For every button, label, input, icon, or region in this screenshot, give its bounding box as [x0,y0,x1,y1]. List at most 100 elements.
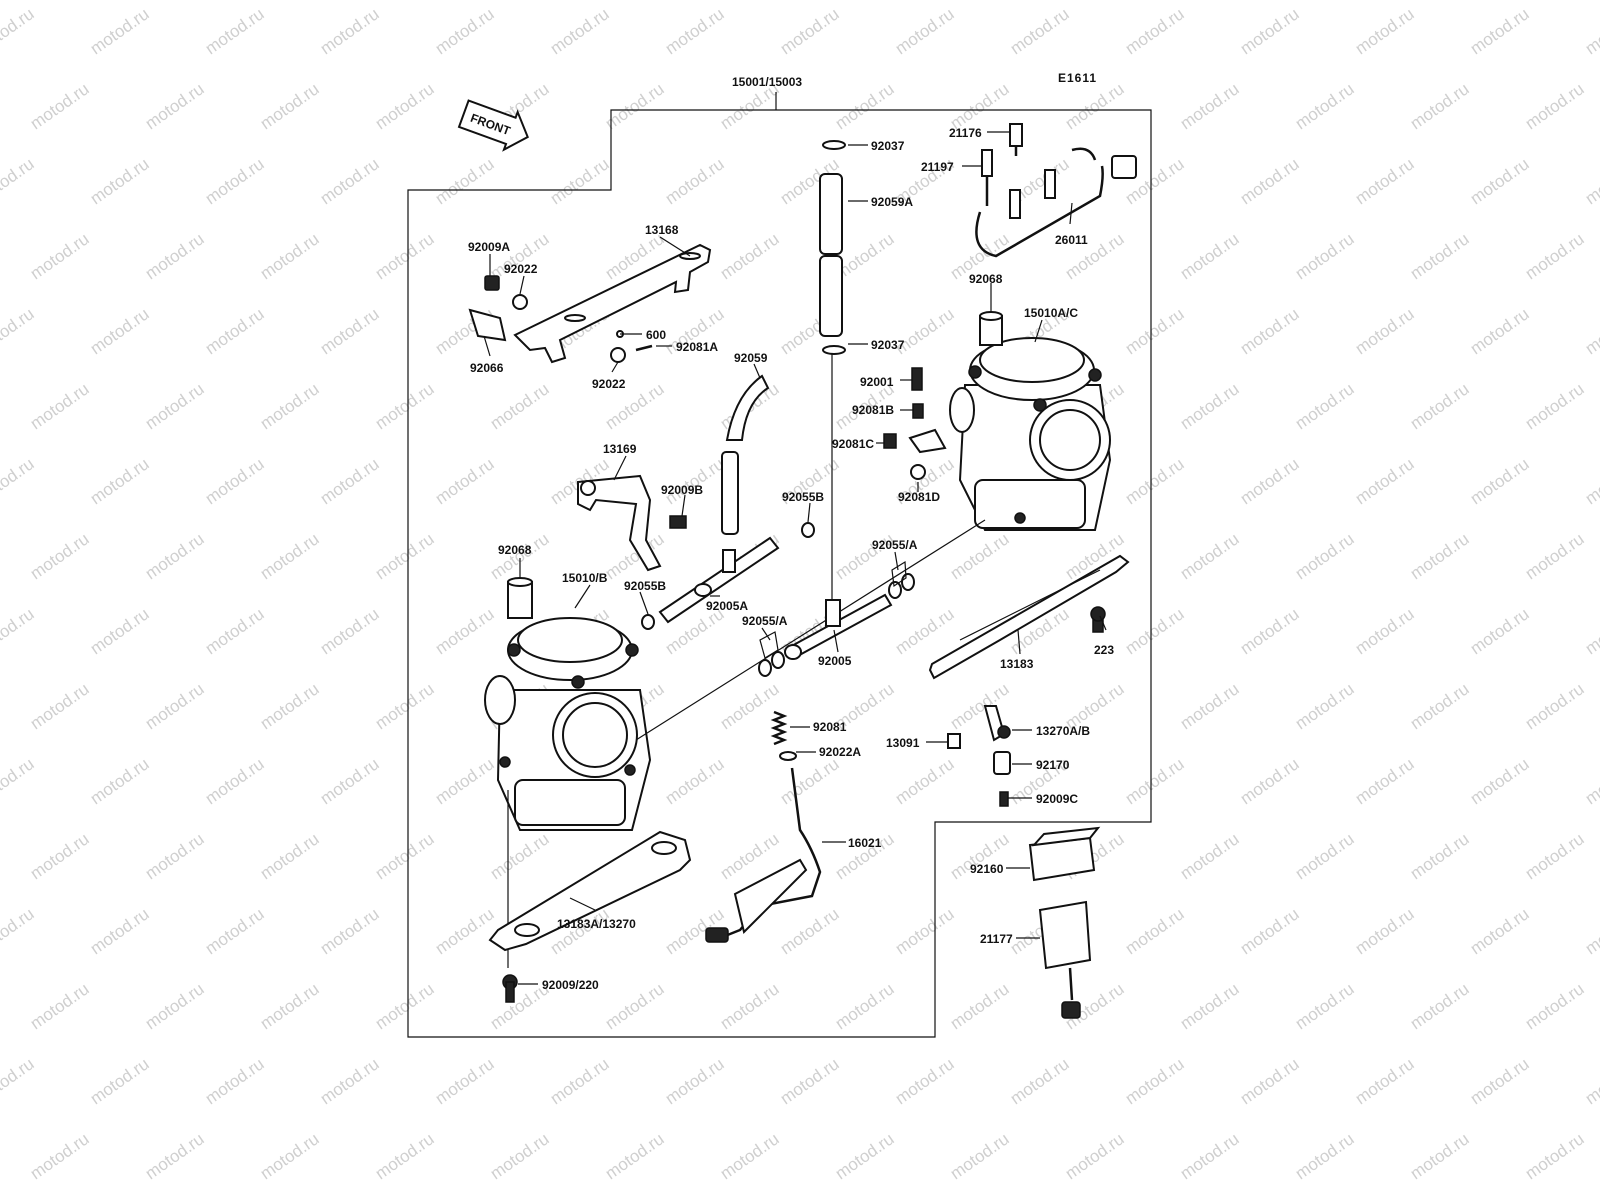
watermark-text: motod.ru [717,1129,783,1183]
watermark-text: motod.ru [142,979,208,1033]
watermark-text: motod.ru [1292,679,1358,733]
label-p21197: 21197 [921,160,954,174]
watermark-text: motod.ru [27,379,93,433]
label-p92009A: 92009A [468,240,510,254]
label-p92170: 92170 [1036,758,1070,772]
watermark-text: motod.ru [317,754,383,808]
watermark-text: motod.ru [662,454,728,508]
watermark-text: motod.ru [317,154,383,208]
watermark-text: motod.ru [202,1054,268,1108]
watermark-text: motod.ru [1467,454,1533,508]
label-p15010AC: 15010A/C [1024,306,1078,320]
watermark-text: motod.ru [202,904,268,958]
label-p92160: 92160 [970,862,1004,876]
cable-16021-drawing [719,767,822,940]
front-arrow-icon: FRONT [457,99,529,152]
watermark-text: motod.ru [0,604,38,658]
label-p13183A: 13183A/13270 [557,917,636,931]
label-p92009C: 92009C [1036,792,1078,806]
watermark-text: motod.ru [1352,904,1418,958]
watermark-text: motod.ru [1352,454,1418,508]
watermark-text: motod.ru [372,379,438,433]
watermark-text: motod.ru [202,154,268,208]
watermark-text: motod.ru [27,979,93,1033]
label-p92055A_a: 92055/A [872,538,918,552]
label-p16021: 16021 [848,836,882,850]
watermark-text: motod.ru [1522,979,1588,1033]
watermark-text: motod.ru [1122,754,1188,808]
watermark-text: motod.ru [1007,1054,1073,1108]
watermark-text: motod.ru [832,979,898,1033]
watermark-text: motod.ru [547,4,613,58]
watermark-text: motod.ru [1292,1129,1358,1183]
watermark-text: motod.ru [892,4,958,58]
watermark-text: motod.ru [1352,1054,1418,1108]
watermark-text: motod.ru [1522,829,1588,883]
hose-92059-drawing [725,374,770,441]
label-p13168: 13168 [645,223,679,237]
watermark-text: motod.ru [27,829,93,883]
label-p92022b: 92022 [592,377,626,391]
label-p92068b: 92068 [498,543,532,557]
watermark-text: motod.ru [142,829,208,883]
label-p92055A_b: 92055/A [742,614,788,628]
watermark-text: motod.ru [87,154,153,208]
label-p600: 600 [646,328,666,342]
watermark-text: motod.ru [717,229,783,283]
watermark-text: motod.ru [27,1129,93,1183]
watermark-text: motod.ru [257,829,323,883]
label-p92037a: 92037 [871,139,905,153]
watermark-text: motod.ru [0,754,38,808]
watermark-text: motod.ru [1407,379,1473,433]
watermark-text: motod.ru [1177,379,1243,433]
watermark-text: motod.ru [1582,4,1600,58]
watermark-text: motod.ru [1237,904,1303,958]
watermark-text: motod.ru [317,1054,383,1108]
watermark-text: motod.ru [87,4,153,58]
watermark-text: motod.ru [487,379,553,433]
watermark-text: motod.ru [777,904,843,958]
watermark-text: motod.ru [662,154,728,208]
watermark-text: motod.ru [0,304,38,358]
watermark-text: motod.ru [1407,529,1473,583]
watermark-text: motod.ru [777,4,843,58]
link-13183-drawing [928,554,1130,680]
watermark-text: motod.ru [202,754,268,808]
watermark-text: motod.ru [1062,1129,1128,1183]
watermark-text: motod.ru [1467,154,1533,208]
label-p92009_220: 92009/220 [542,978,599,992]
label-p92059: 92059 [734,351,768,365]
watermark-text: motod.ru [1292,79,1358,133]
watermark-text: motod.ru [1237,604,1303,658]
watermark-text: motod.ru [892,754,958,808]
watermark-text: motod.ru [1292,379,1358,433]
label-p92001: 92001 [860,375,894,389]
watermark-text: motod.ru [602,79,668,133]
watermark-text: motod.ru [1177,679,1243,733]
watermark-text: motod.ru [1467,304,1533,358]
watermark-text: motod.ru [1467,604,1533,658]
watermark-text: motod.ru [1352,154,1418,208]
watermark-text: motod.ru [317,904,383,958]
watermark-text: motod.ru [1407,829,1473,883]
watermark-text: motod.ru [257,229,323,283]
watermark-text: motod.ru [1407,679,1473,733]
watermark-text: motod.ru [1292,829,1358,883]
watermark-text: motod.ru [257,679,323,733]
watermark-text: motod.ru [1237,454,1303,508]
leader-lines [483,131,1107,985]
watermark-text: motod.ru [1582,604,1600,658]
watermark-text: motod.ru [257,979,323,1033]
watermark-text: motod.ru [1522,79,1588,133]
watermark-text: motod.ru [27,79,93,133]
watermark-text: motod.ru [27,679,93,733]
watermark-text: motod.ru [1177,1129,1243,1183]
watermark-text: motod.ru [142,679,208,733]
watermark-text: motod.ru [257,1129,323,1183]
assembly-boundary [407,109,1152,1038]
watermark-text: motod.ru [1177,79,1243,133]
watermark-text: motod.ru [0,904,38,958]
assembly-number: 15001/15003 [732,75,802,89]
label-p26011: 26011 [1055,233,1088,247]
